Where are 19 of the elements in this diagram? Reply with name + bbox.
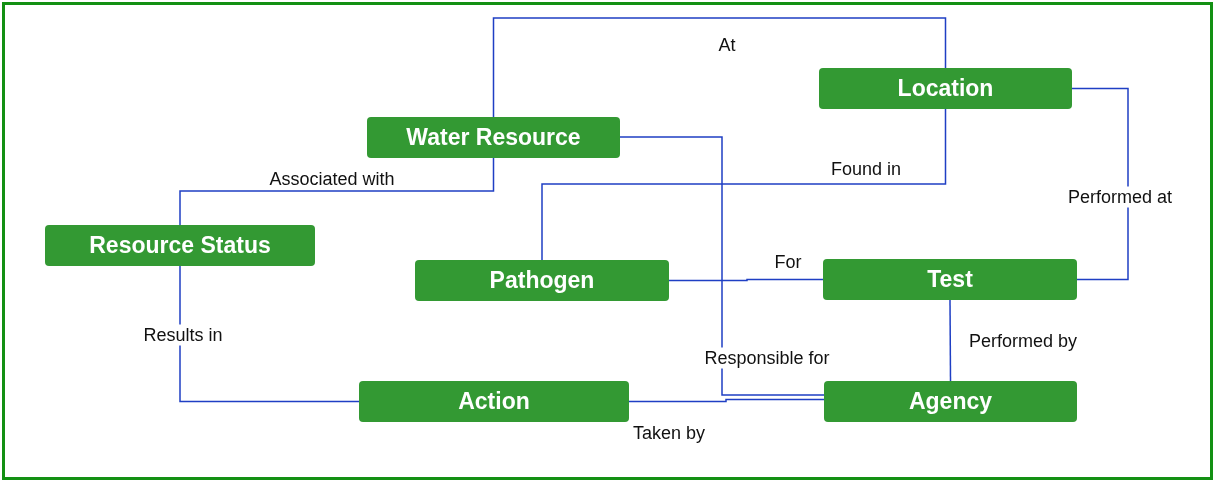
- entity-box: Location: [819, 68, 1072, 109]
- entity-box: Water Resource: [367, 117, 620, 158]
- edge-label: Performed at: [1066, 186, 1174, 208]
- connector-line: [541, 108, 947, 261]
- connector-line: [179, 157, 495, 226]
- connector-line: [949, 299, 952, 382]
- connector-line: [492, 17, 947, 118]
- connector-line: [179, 265, 360, 403]
- entity-box: Test: [823, 259, 1077, 300]
- entity-box: Resource Status: [45, 225, 315, 266]
- connector-line: [628, 398, 825, 403]
- edge-label: Responsible for: [702, 347, 832, 369]
- entity-box: Agency: [824, 381, 1077, 422]
- entity-box: Pathogen: [415, 260, 669, 301]
- connector-line: [1071, 87, 1129, 281]
- edge-label: Results in: [141, 324, 225, 346]
- connector-line: [619, 136, 825, 396]
- entity-box: Action: [359, 381, 629, 422]
- connector-line: [668, 278, 824, 282]
